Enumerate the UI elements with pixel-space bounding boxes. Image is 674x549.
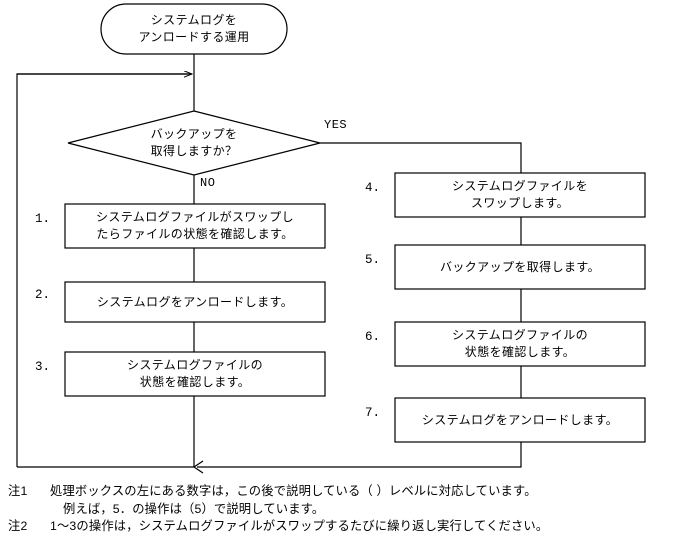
step-box-7 <box>394 397 646 443</box>
note-row-1: 注1 処理ボックスの左にある数字は，この後で説明している（ ）レベルに対応してい… <box>8 483 674 501</box>
note-body-1: 処理ボックスの左にある数字は，この後で説明している（ ）レベルに対応しています。 <box>50 484 537 498</box>
step-box-5 <box>394 244 646 290</box>
step-number-6: 6. <box>364 330 380 344</box>
step-number-5: 5. <box>364 253 380 267</box>
note-tag-1: 注1 <box>8 484 28 498</box>
edge-step7-to-rail <box>197 442 522 468</box>
step-number-3: 3. <box>34 360 50 374</box>
step-box-1 <box>64 203 326 249</box>
note-continuation-1: 例えば，5．の操作は（5）で説明しています。 <box>63 501 325 516</box>
edge-label-yes: YES <box>324 118 348 132</box>
note-row-2: 注2 1〜3の操作は，システムログファイルがスワップするたびに繰り返し実行してく… <box>8 518 674 536</box>
edge-label-no: NO <box>200 176 216 190</box>
arrowhead-rail-left <box>192 460 204 474</box>
step-number-4: 4. <box>364 181 380 195</box>
step-number-7: 7. <box>364 406 380 420</box>
step-box-6 <box>394 321 646 367</box>
edge-yes-to-step4 <box>320 142 522 173</box>
note-tag-2: 注2 <box>8 519 28 533</box>
notes-block: 注1 処理ボックスの左にある数字は，この後で説明している（ ）レベルに対応してい… <box>8 483 674 536</box>
step-box-4 <box>394 172 646 218</box>
step-box-3 <box>64 351 326 397</box>
decision-shape <box>67 110 321 176</box>
note-body-2: 1〜3の操作は，システムログファイルがスワップするたびに繰り返し実行してください… <box>50 519 549 533</box>
terminator-shape <box>100 3 288 55</box>
step-number-2: 2. <box>34 288 50 302</box>
step-number-1: 1. <box>34 212 50 226</box>
step-box-2 <box>64 281 326 323</box>
